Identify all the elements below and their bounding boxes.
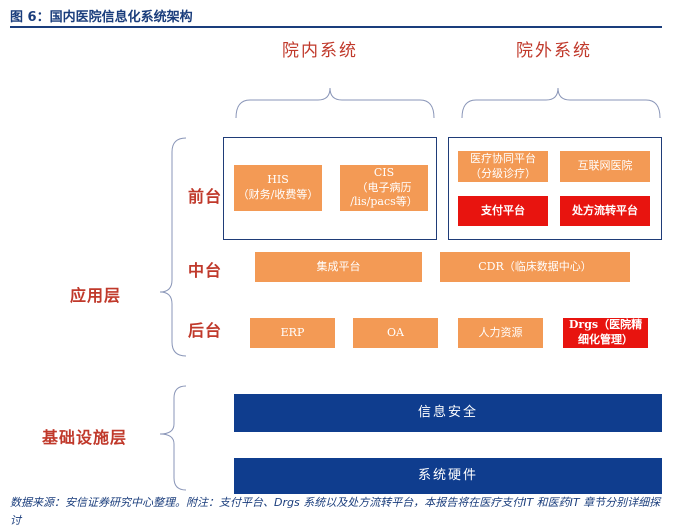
system-hardware-label: 系统硬件 xyxy=(417,468,478,484)
internet-hospital-box: 互联网医院 xyxy=(560,151,650,182)
oa-box: OA xyxy=(353,318,438,348)
front-layer-label: 前台 xyxy=(188,187,223,206)
erp-box: ERP xyxy=(250,318,335,348)
drgs-box: Drgs（医院精 细化管理） xyxy=(563,318,648,348)
information-security-bar: 信息安全 xyxy=(234,394,662,432)
erp-label: ERP xyxy=(280,325,305,339)
inner-front-frame xyxy=(223,137,437,240)
figure-title: 图 6：国内医院信息化系统架构 xyxy=(10,10,193,25)
application-layer-bracket xyxy=(159,137,187,357)
human-resources-box: 人力资源 xyxy=(458,318,543,348)
inner-group-bracket xyxy=(235,87,435,119)
inner-system-label: 院内系统 xyxy=(282,41,358,61)
integration-platform-box: 集成平台 xyxy=(255,252,422,282)
integration-platform-label: 集成平台 xyxy=(316,259,361,273)
cis-label: CIS （电子病历 /lis/pacs等） xyxy=(350,165,418,209)
payment-platform-box: 支付平台 xyxy=(458,196,548,226)
oa-label: OA xyxy=(387,325,404,339)
source-note: 数据来源：安信证券研究中心整理。附注：支付平台、Drgs 系统以及处方流转平台，… xyxy=(10,496,661,527)
outer-system-label: 院外系统 xyxy=(516,41,592,61)
information-security-label: 信息安全 xyxy=(417,405,478,421)
his-box: HIS （财务/收费等） xyxy=(234,165,322,211)
application-layer-label: 应用层 xyxy=(70,286,122,305)
title-divider xyxy=(10,26,662,28)
middle-layer-label: 中台 xyxy=(188,261,223,280)
cis-box: CIS （电子病历 /lis/pacs等） xyxy=(340,165,428,211)
infrastructure-layer-bracket xyxy=(159,385,187,491)
outer-group-bracket xyxy=(461,87,661,119)
prescription-circulation-label: 处方流转平台 xyxy=(572,203,638,217)
cdr-label: CDR（临床数据中心） xyxy=(478,259,592,273)
medical-collaboration-box: 医疗协同平台 （分级诊疗） xyxy=(458,151,548,182)
prescription-circulation-box: 处方流转平台 xyxy=(560,196,650,226)
human-resources-label: 人力资源 xyxy=(478,325,523,339)
system-hardware-bar: 系统硬件 xyxy=(234,458,662,494)
his-label: HIS （财务/收费等） xyxy=(237,173,319,201)
payment-platform-label: 支付平台 xyxy=(481,203,525,217)
medical-collaboration-label: 医疗协同平台 （分级诊疗） xyxy=(470,151,536,180)
infrastructure-layer-label: 基础设施层 xyxy=(42,428,128,447)
outer-front-frame xyxy=(448,137,662,240)
drgs-label: Drgs（医院精 细化管理） xyxy=(568,318,643,346)
internet-hospital-label: 互联网医院 xyxy=(577,159,633,173)
cdr-box: CDR（临床数据中心） xyxy=(440,252,630,282)
back-layer-label: 后台 xyxy=(188,321,223,340)
